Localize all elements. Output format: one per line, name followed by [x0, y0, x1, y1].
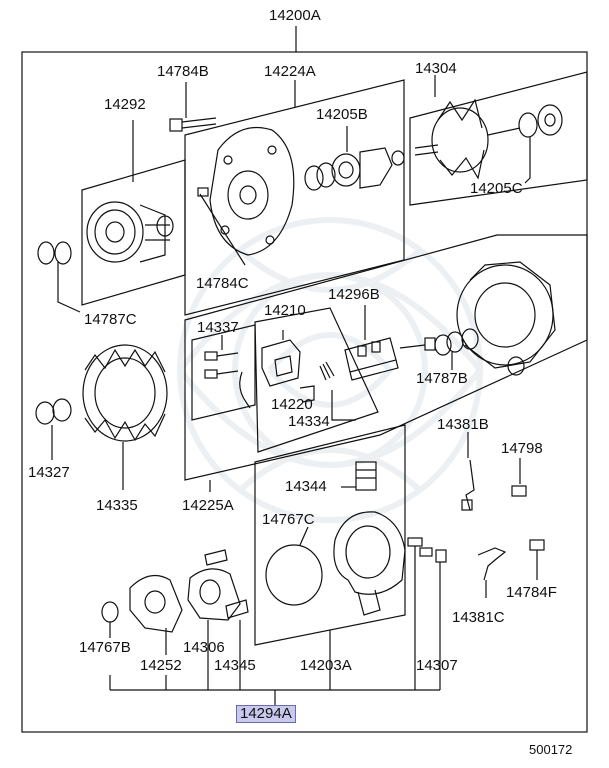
- label-14205C: 14205C: [470, 180, 523, 197]
- label-14787B: 14787B: [416, 370, 468, 387]
- label-14203A: 14203A: [300, 657, 352, 674]
- label-14767C: 14767C: [262, 511, 315, 528]
- panel-14203A: [254, 424, 406, 646]
- label-14381C: 14381C: [452, 609, 505, 626]
- panel-14210: [254, 307, 379, 453]
- label-14200A: 14200A: [269, 7, 321, 24]
- label-14304: 14304: [415, 60, 457, 77]
- label-14292: 14292: [104, 96, 146, 113]
- label-14220: 14220: [271, 396, 313, 413]
- panel-rotor: [409, 71, 588, 206]
- label-14345: 14345: [214, 657, 256, 674]
- panel-rear-housing: [184, 234, 588, 481]
- label-14784B: 14784B: [157, 63, 209, 80]
- label-14205B: 14205B: [316, 106, 368, 123]
- label-14307: 14307: [416, 657, 458, 674]
- label-14335: 14335: [96, 497, 138, 514]
- label-14784C: 14784C: [196, 275, 249, 292]
- label-14381B: 14381B: [437, 416, 489, 433]
- panel-14337: [191, 324, 256, 421]
- label-14337: 14337: [197, 319, 239, 336]
- panel-pulley: [81, 159, 186, 306]
- outer-frame: [21, 51, 588, 733]
- label-14784F: 14784F: [506, 584, 557, 601]
- label-14787C: 14787C: [84, 311, 137, 328]
- label-14798: 14798: [501, 440, 543, 457]
- label-14306: 14306: [183, 639, 225, 656]
- label-14344: 14344: [285, 478, 327, 495]
- label-14294A-highlighted[interactable]: 14294A: [236, 705, 296, 723]
- label-14225A: 14225A: [182, 497, 234, 514]
- label-14210: 14210: [264, 302, 306, 319]
- label-14224A: 14224A: [264, 63, 316, 80]
- label-14327: 14327: [28, 464, 70, 481]
- label-14252: 14252: [140, 657, 182, 674]
- label-14334: 14334: [288, 413, 330, 430]
- label-14296B: 14296B: [328, 286, 380, 303]
- label-14767B: 14767B: [79, 639, 131, 656]
- diagram-number: 500172: [529, 742, 573, 757]
